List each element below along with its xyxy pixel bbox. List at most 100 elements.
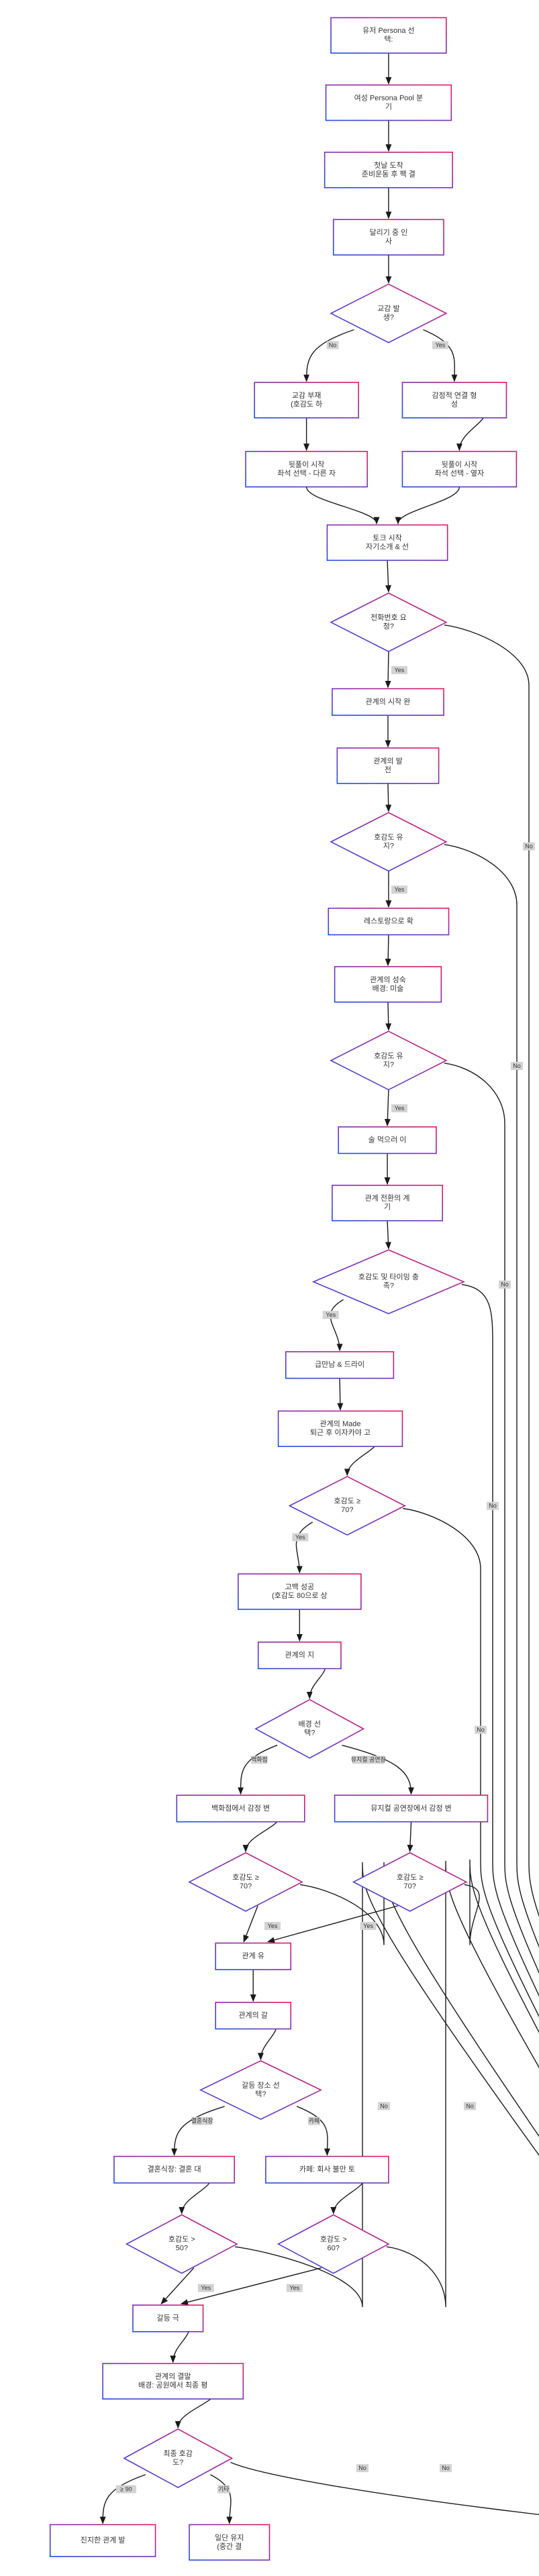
- edge-label: No: [475, 1725, 487, 1734]
- process-node[interactable]: 카페: 회사 불만 토: [265, 2155, 389, 2184]
- process-node[interactable]: 뮤지컬 공연장에서 감정 변: [334, 1794, 489, 1823]
- edge: [385, 1002, 392, 1031]
- process-node[interactable]: 유저 Persona 선택:: [330, 17, 447, 54]
- edge-label-bg: [499, 1280, 511, 1289]
- node-label: 사: [385, 237, 392, 246]
- decision-node[interactable]: 호감도 ≥70?: [352, 1851, 468, 1912]
- node-shape: [215, 2002, 292, 2030]
- edge-label-text: Yes: [295, 1534, 305, 1540]
- node-label: 호감도 ≥: [232, 1873, 258, 1882]
- node-label: 택?: [255, 2090, 266, 2098]
- node-shape: [215, 1942, 292, 1970]
- node-label: 택:: [384, 35, 393, 44]
- edge-label-bg: [391, 1104, 407, 1113]
- edge: [99, 2474, 146, 2524]
- decision-node[interactable]: 교감 발생?: [330, 283, 448, 343]
- node-label: 여성 Persona Pool 분: [354, 93, 424, 102]
- node-label: 지?: [383, 841, 394, 850]
- node-shape: [123, 2428, 234, 2488]
- edge-label-text: ≥ 90: [120, 2486, 132, 2493]
- decision-node[interactable]: 호감도 및 타이밍 충족?: [311, 1249, 466, 1315]
- node-label: 좌석 선택 - 옆자: [435, 469, 485, 478]
- node-shape: [336, 747, 440, 784]
- process-node[interactable]: 레스토랑으로 확: [328, 908, 450, 936]
- process-node[interactable]: 감정적 연결 형성: [401, 382, 507, 419]
- edge: [296, 2106, 330, 2156]
- node-shape: [326, 524, 448, 561]
- process-node[interactable]: 급만남 & 드라이: [285, 1351, 395, 1379]
- process-node[interactable]: 관계의 발전: [336, 747, 440, 784]
- process-node[interactable]: 갈등 극: [132, 2304, 204, 2332]
- process-node[interactable]: 관계의 갈: [215, 2002, 292, 2030]
- decision-node[interactable]: 전화번호 요청?: [330, 592, 448, 653]
- decision-node[interactable]: 호감도 유지?: [330, 1030, 448, 1091]
- node-label: 관계의 성숙: [370, 975, 406, 984]
- decision-node[interactable]: 갈등 장소 선택?: [199, 2060, 322, 2120]
- node-label: 기: [385, 102, 392, 111]
- node-shape: [334, 1794, 489, 1823]
- node-label: 감정적 연결 형: [432, 391, 477, 400]
- edge-label-bg: [217, 2485, 230, 2493]
- node-label: 퇴근 후 이자카야 고: [310, 1428, 371, 1437]
- node-label: 준비운동 후 팩 결: [362, 170, 415, 178]
- process-node[interactable]: 관계 전환의 계기: [332, 1185, 444, 1222]
- node-shape: [245, 451, 368, 488]
- edge-label-text: No: [477, 1726, 485, 1733]
- node-label: 관계 유: [242, 1951, 264, 1960]
- node-shape: [401, 451, 518, 488]
- process-node[interactable]: 여성 Persona Pool 분기: [325, 84, 452, 121]
- edge-to-gameover: [444, 844, 539, 1948]
- decision-node[interactable]: 배경 선택?: [254, 1699, 365, 1759]
- process-node[interactable]: 달리기 중 인사: [332, 219, 444, 256]
- node-label: 일단 유지: [215, 2532, 244, 2542]
- node-shape: [330, 1030, 448, 1091]
- process-node[interactable]: 관계의 시작 완: [332, 688, 444, 716]
- process-node[interactable]: 관계 유: [215, 1942, 292, 1970]
- edge: [384, 1089, 391, 1127]
- node-shape: [330, 283, 448, 343]
- node-shape: [125, 2214, 238, 2274]
- node-label: 배경: 미술: [373, 984, 404, 993]
- node-shape: [265, 2155, 389, 2184]
- edge-label-bg: [432, 341, 448, 350]
- node-label: 교감 발: [377, 305, 399, 313]
- process-node[interactable]: 고백 성공(호감도 80으로 상: [238, 1573, 362, 1610]
- process-node[interactable]: 술 먹으러 이: [338, 1126, 437, 1155]
- process-node[interactable]: 일단 유지(중간 결: [189, 2524, 271, 2561]
- process-node[interactable]: 진지한 관계 발: [49, 2524, 156, 2557]
- process-node[interactable]: 백화점에서 감정 변: [176, 1794, 305, 1823]
- decision-node[interactable]: 호감도 유지?: [330, 812, 448, 872]
- process-node[interactable]: 교감 부재(호감도 하: [254, 382, 359, 419]
- node-label: 좌석 선택 - 다른 자: [277, 469, 336, 478]
- edge-label-bg: [197, 2284, 214, 2292]
- node-label: 기: [384, 1203, 391, 1212]
- edge-label-text: Yes: [395, 1105, 405, 1112]
- edge: [423, 329, 458, 382]
- edge-label-text: Yes: [363, 1923, 373, 1929]
- edge-label-text: No: [489, 1503, 497, 1509]
- node-shape: [189, 2524, 271, 2561]
- node-label: 생?: [383, 313, 394, 322]
- node-label: 결혼식장: 결혼 대: [148, 2165, 201, 2174]
- edge-to-gameover: [234, 1862, 539, 2308]
- node-label: 카페: 회사 불만 토: [299, 2165, 355, 2174]
- process-node[interactable]: 관계의 지: [257, 1642, 342, 1670]
- node-label: 70?: [403, 1882, 415, 1890]
- node-label: 70?: [341, 1506, 353, 1514]
- node-shape: [332, 688, 444, 716]
- decision-node[interactable]: 호감도 >60?: [277, 2214, 390, 2274]
- decision-node[interactable]: 호감도 >50?: [125, 2214, 238, 2274]
- process-node[interactable]: 결혼식장: 결혼 대: [113, 2155, 236, 2184]
- node-label: 관계 전환의 계: [365, 1194, 410, 1203]
- decision-node[interactable]: 호감도 ≥70?: [188, 1851, 303, 1912]
- decision-node[interactable]: 호감도 ≥70?: [288, 1476, 406, 1536]
- decision-node[interactable]: 최종 호감도?: [123, 2428, 234, 2488]
- edge: [385, 1220, 391, 1250]
